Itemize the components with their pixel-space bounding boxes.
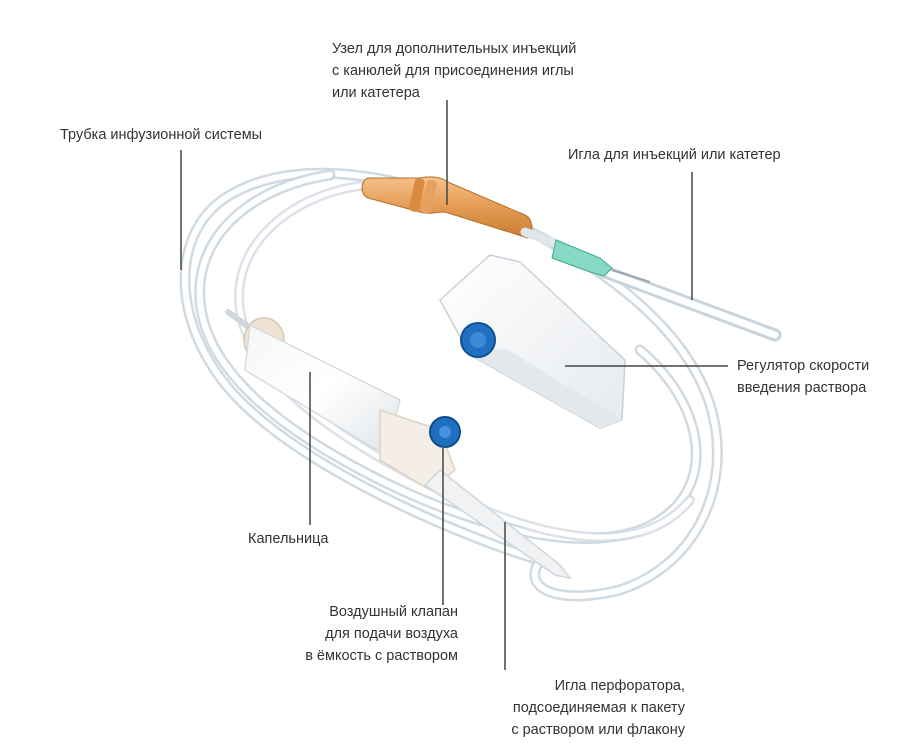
label-line: Капельница: [248, 531, 329, 547]
drip-chamber-body: [244, 323, 401, 457]
label-line: в ёмкость с раствором: [305, 648, 458, 664]
flow-regulator: [439, 254, 626, 429]
needle-assembly: [520, 227, 651, 283]
label-injection-port: Узел для дополнительных инъекций с канюл…: [332, 38, 576, 104]
label-air-valve: Воздушный клапан для подачи воздуха в ём…: [283, 601, 458, 667]
label-line: Игла перфоратора,: [554, 678, 685, 694]
label-line: Узел для дополнительных инъекций: [332, 41, 577, 57]
infusion-tubing: [179, 167, 782, 602]
label-tubing: Трубка инфузионной системы: [60, 124, 262, 146]
label-line: с раствором или флакону: [511, 722, 685, 738]
label-needle: Игла для инъекций или катетер: [568, 144, 781, 166]
perforator-spike: [423, 468, 572, 580]
label-line: введения раствора: [737, 380, 867, 396]
label-drip-chamber: Капельница: [248, 528, 328, 550]
leader-lines: [180, 100, 728, 670]
injection-port-assembly: [361, 176, 533, 239]
label-line: Игла для инъекций или катетер: [568, 147, 781, 163]
needle-hub: [551, 239, 613, 277]
label-flow-regulator: Регулятор скорости введения раствора: [737, 355, 869, 399]
injection-port-body: [361, 176, 533, 239]
label-spike: Игла перфоратора, подсоединяемая к пакет…: [475, 675, 685, 741]
label-line: для подачи воздуха: [325, 626, 458, 642]
label-line: с канюлей для присоединения иглы: [332, 63, 574, 79]
label-line: Регулятор скорости: [737, 358, 870, 374]
label-line: подсоединяемая к пакету: [512, 700, 685, 716]
drip-chamber: [225, 309, 572, 580]
label-line: Трубка инфузионной системы: [60, 127, 263, 143]
label-line: Воздушный клапан: [329, 604, 458, 620]
label-line: или катетера: [332, 85, 420, 101]
